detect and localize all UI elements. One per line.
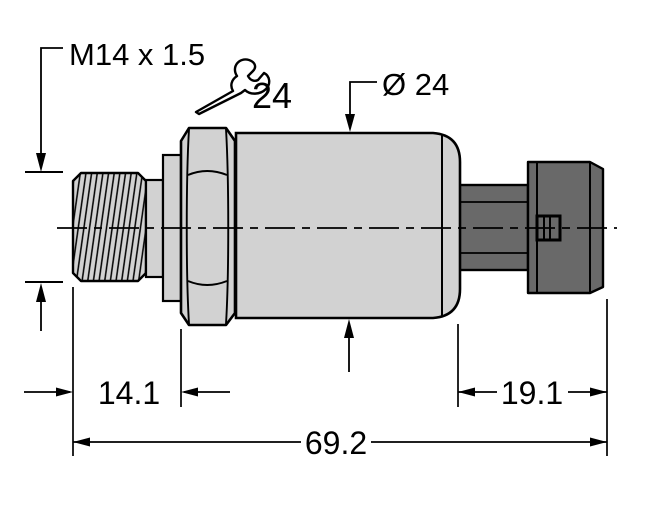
wrench-size-label: 24 bbox=[252, 75, 292, 116]
dim-port-length-label: 14.1 bbox=[98, 375, 160, 411]
diameter-label: Ø 24 bbox=[382, 67, 449, 102]
arrow-left-icon bbox=[458, 387, 475, 397]
housing-body-outline bbox=[234, 131, 462, 320]
arrow-right-icon bbox=[56, 387, 73, 397]
arrow-up-icon bbox=[344, 319, 354, 338]
leader-line bbox=[349, 81, 377, 117]
hex-chamfer-arc-top bbox=[187, 170, 228, 176]
arrow-down-icon bbox=[36, 153, 46, 172]
leader-diameter: Ø 24 bbox=[344, 67, 449, 372]
thread-port bbox=[71, 171, 148, 283]
arrow-right-icon bbox=[590, 387, 607, 397]
arrow-right-icon bbox=[590, 437, 607, 447]
housing-body bbox=[234, 131, 462, 320]
hex-nut bbox=[179, 126, 237, 327]
arrow-up-icon bbox=[36, 283, 46, 302]
dim-port-length: 14.1 bbox=[24, 375, 230, 411]
leader-line bbox=[40, 47, 63, 156]
leader-thread-spec: M14 x 1.5 bbox=[25, 37, 205, 331]
dim-overall-length: 69.2 bbox=[73, 425, 607, 461]
arrow-left-icon bbox=[73, 437, 90, 447]
thread-hatch bbox=[71, 171, 148, 283]
dim-overall-length-label: 69.2 bbox=[305, 425, 367, 461]
arrow-left-icon bbox=[181, 387, 198, 397]
wrench-icon bbox=[194, 58, 271, 116]
hex-chamfer-arc-bottom bbox=[187, 280, 228, 286]
thread-spec-label: M14 x 1.5 bbox=[69, 37, 205, 72]
arrow-down-icon bbox=[345, 114, 355, 132]
extension-lines bbox=[72, 287, 608, 456]
dim-connector-length-label: 19.1 bbox=[501, 375, 563, 411]
wrench-callout: 24 bbox=[194, 58, 292, 116]
dim-connector-length: 19.1 bbox=[458, 375, 607, 411]
